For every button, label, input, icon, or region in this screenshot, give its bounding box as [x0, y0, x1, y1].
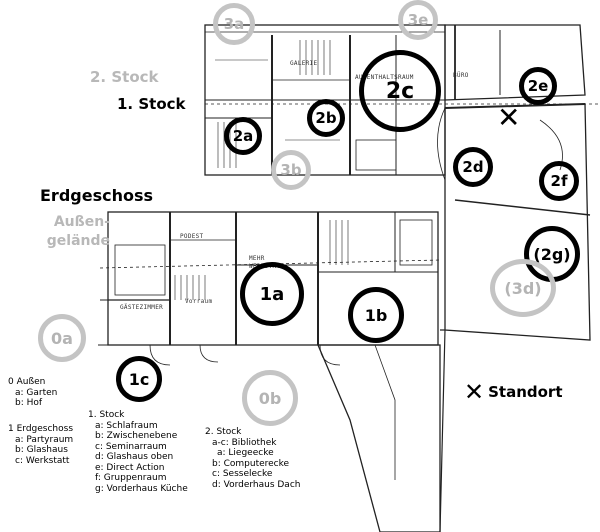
legend-second-item: d: Vorderhaus Dach: [212, 479, 301, 490]
standort-legend: ✕ Standort: [464, 378, 563, 406]
legend-outside-item: b: Hof: [15, 398, 43, 408]
legend-first-item: g: Vorderhaus Küche: [95, 483, 188, 494]
legend-first-item: e: Direct Action: [95, 462, 165, 473]
standort-label: Standort: [488, 383, 563, 401]
legend-first-title: 1. Stock: [88, 410, 125, 420]
legend-outside: 0 Außen a: Garten b: Hof: [8, 377, 57, 409]
legend-ground-item: c: Werkstatt: [15, 455, 70, 466]
marker-2e: 2e: [519, 67, 557, 105]
legend-first-item: d: Glashaus oben: [95, 452, 174, 462]
legend-ground-item: b: Glashaus: [15, 445, 68, 455]
room-label-galerie: GALERIE: [290, 60, 318, 67]
standort-x-marker: ✕: [497, 101, 521, 134]
legend-ground-floor: 1 Erdgeschoss a: Partyraum b: Glashaus c…: [8, 424, 73, 466]
marker-2a: 2a: [224, 117, 262, 155]
ground-building-outline: [107, 211, 439, 346]
marker-2c: 2c: [359, 50, 441, 132]
marker-3b: 3b: [271, 150, 311, 190]
legend-outside-title: 0 Außen: [8, 377, 46, 387]
legend-first-item: a: Schlafraum: [95, 420, 158, 431]
legend-second-item: c: Sesselecke: [212, 469, 273, 479]
label-outside-line1: Außen-: [53, 214, 110, 230]
room-label-podest: PODEST: [180, 233, 204, 240]
room-label-vorraum: Vorraum: [185, 298, 213, 305]
standort-x-icon: ✕: [464, 378, 485, 406]
legend-second-item: a: Liegeecke: [217, 448, 274, 458]
marker-1c: 1c: [116, 356, 162, 402]
room-label-werkstatt-a: MEHR: [249, 255, 265, 262]
label-outside-line2: gelände: [46, 233, 110, 249]
legend-ground-item: a: Partyraum: [15, 434, 74, 445]
label-second-floor: 2. Stock: [90, 68, 159, 86]
marker-0a: 0a: [38, 314, 86, 362]
legend-ground-title: 1 Erdgeschoss: [8, 424, 74, 434]
marker-3a: 3a: [213, 3, 255, 45]
legend-second-item: a-c: Bibliothek: [212, 437, 277, 448]
legend-second-title: 2. Stock: [205, 427, 242, 437]
marker-2b: 2b: [307, 99, 345, 137]
marker-1b: 1b: [348, 287, 404, 343]
label-first-floor: 1. Stock: [117, 95, 186, 113]
marker-3d: (3d): [490, 259, 556, 317]
label-ground-floor: Erdgeschoss: [40, 186, 154, 205]
legend-first-floor: 1. Stock a: Schlafraum b: Zwischenebene …: [88, 410, 188, 494]
room-label-buero: BÜRO: [453, 72, 469, 79]
marker-3e: 3e: [398, 0, 438, 40]
legend-first-item: c: Seminarraum: [95, 441, 167, 452]
legend-outside-item: a: Garten: [15, 387, 58, 398]
marker-2d: 2d: [453, 147, 493, 187]
legend-second-floor: 2. Stock a-c: Bibliothek a: Liegeecke b:…: [205, 427, 300, 490]
legend-second-item: b: Computerecke: [212, 458, 290, 469]
marker-2f: 2f: [539, 161, 579, 201]
legend-first-item: f: Gruppenraum: [95, 473, 167, 483]
room-label-gastezimmer: GÄSTEZIMMER: [120, 304, 164, 311]
legend-first-item: b: Zwischenebene: [95, 431, 178, 441]
marker-0b: 0b: [242, 370, 298, 426]
marker-1a: 1a: [240, 262, 304, 326]
